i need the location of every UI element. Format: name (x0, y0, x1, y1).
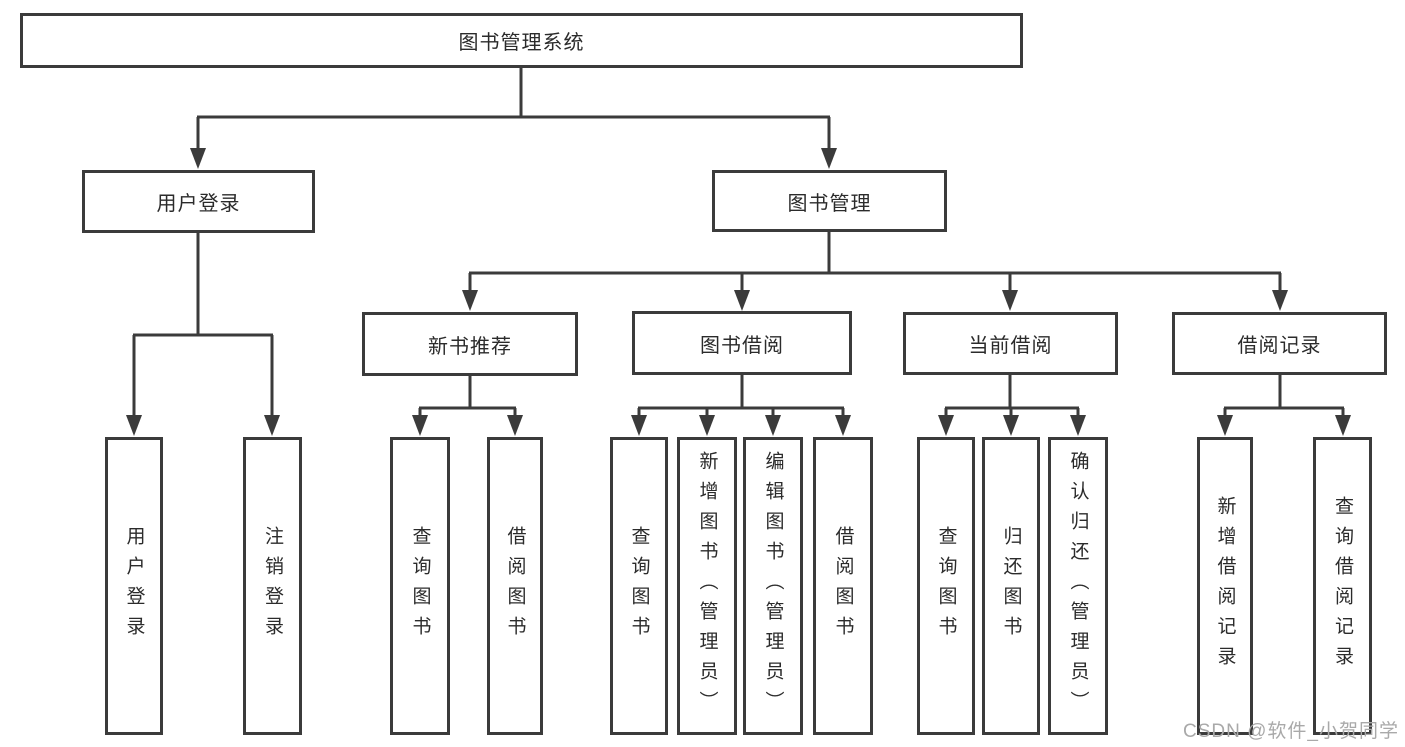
leaf-borrow-book-1: 借阅图书 (487, 437, 543, 735)
leaf-label: 查询图书 (628, 526, 650, 646)
leaf-user-login: 用户登录 (105, 437, 163, 735)
leaf-query-borrow-record: 查询借阅记录 (1313, 437, 1372, 735)
leaf-add-borrow-record: 新增借阅记录 (1197, 437, 1253, 735)
node-label: 新书推荐 (428, 335, 512, 358)
node-library-management-system: 图书管理系统 (20, 13, 1023, 68)
node-book-borrow: 图书借阅 (632, 311, 852, 375)
leaf-query-book-3: 查询图书 (917, 437, 975, 735)
node-book-management: 图书管理 (712, 170, 947, 232)
node-label: 当前借阅 (968, 335, 1053, 357)
leaf-label: 查询图书 (409, 526, 431, 646)
leaf-label: 查询借阅记录 (1332, 496, 1353, 676)
leaf-label: 借阅图书 (504, 526, 526, 646)
node-new-book-recommend: 新书推荐 (362, 312, 578, 376)
leaf-return-book: 归还图书 (982, 437, 1040, 735)
leaf-label: 编辑图书（管理员） (762, 451, 784, 721)
node-borrow-records: 借阅记录 (1172, 312, 1387, 375)
arrowheads (126, 148, 1351, 436)
leaf-label: 借阅图书 (832, 526, 854, 646)
leaf-label: 归还图书 (1000, 526, 1022, 646)
leaf-label: 确认归还（管理员） (1067, 451, 1089, 721)
leaf-borrow-book-2: 借阅图书 (813, 437, 873, 735)
csdn-watermark: CSDN @软件_小贺同学 (1183, 721, 1399, 742)
node-current-borrow: 当前借阅 (903, 312, 1118, 375)
node-label: 用户登录 (156, 193, 241, 215)
leaf-add-book-admin: 新增图书（管理员） (677, 437, 737, 735)
leaf-query-book-1: 查询图书 (390, 437, 450, 735)
connector-paths (132, 68, 1345, 421)
leaf-label: 新增借阅记录 (1214, 496, 1236, 676)
node-label: 借阅记录 (1237, 335, 1322, 357)
node-label: 图书借阅 (700, 334, 784, 357)
leaf-edit-book-admin: 编辑图书（管理员） (743, 437, 803, 735)
leaf-label: 查询图书 (935, 526, 957, 646)
leaf-label: 注销登录 (262, 526, 283, 646)
node-user-login: 用户登录 (82, 170, 315, 233)
leaf-label: 用户登录 (123, 526, 145, 646)
leaf-query-book-2: 查询图书 (610, 437, 668, 735)
node-label: 图书管理 (787, 192, 872, 215)
node-label: 图书管理系统 (458, 32, 585, 54)
leaf-label: 新增图书（管理员） (696, 451, 718, 721)
leaf-logout: 注销登录 (243, 437, 302, 735)
leaf-confirm-return-admin: 确认归还（管理员） (1048, 437, 1108, 735)
